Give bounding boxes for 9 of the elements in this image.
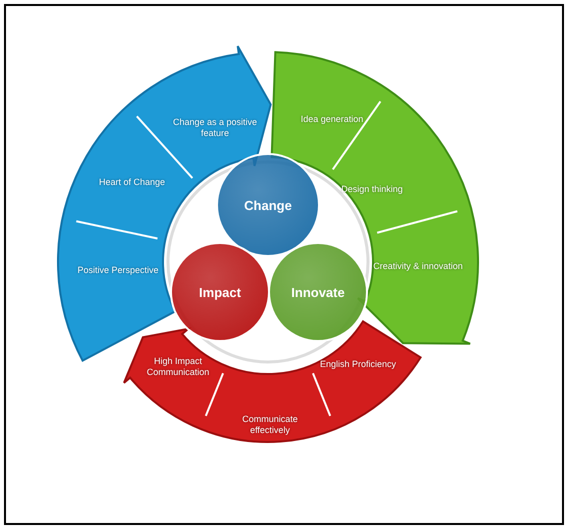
segment-label: Idea generation: [287, 114, 377, 125]
segment-label: Change as a positive feature: [170, 117, 260, 139]
segment-label: Heart of Change: [87, 177, 177, 188]
segment-label: Creativity & innovation: [373, 261, 463, 272]
segment-label: Positive Perspective: [73, 265, 163, 276]
segment-label: English Proficiency: [313, 359, 403, 370]
segment-label: Design thinking: [327, 184, 417, 195]
segment-label: High Impact Communication: [133, 356, 223, 378]
segment-label: Communicate effectively: [225, 414, 315, 436]
